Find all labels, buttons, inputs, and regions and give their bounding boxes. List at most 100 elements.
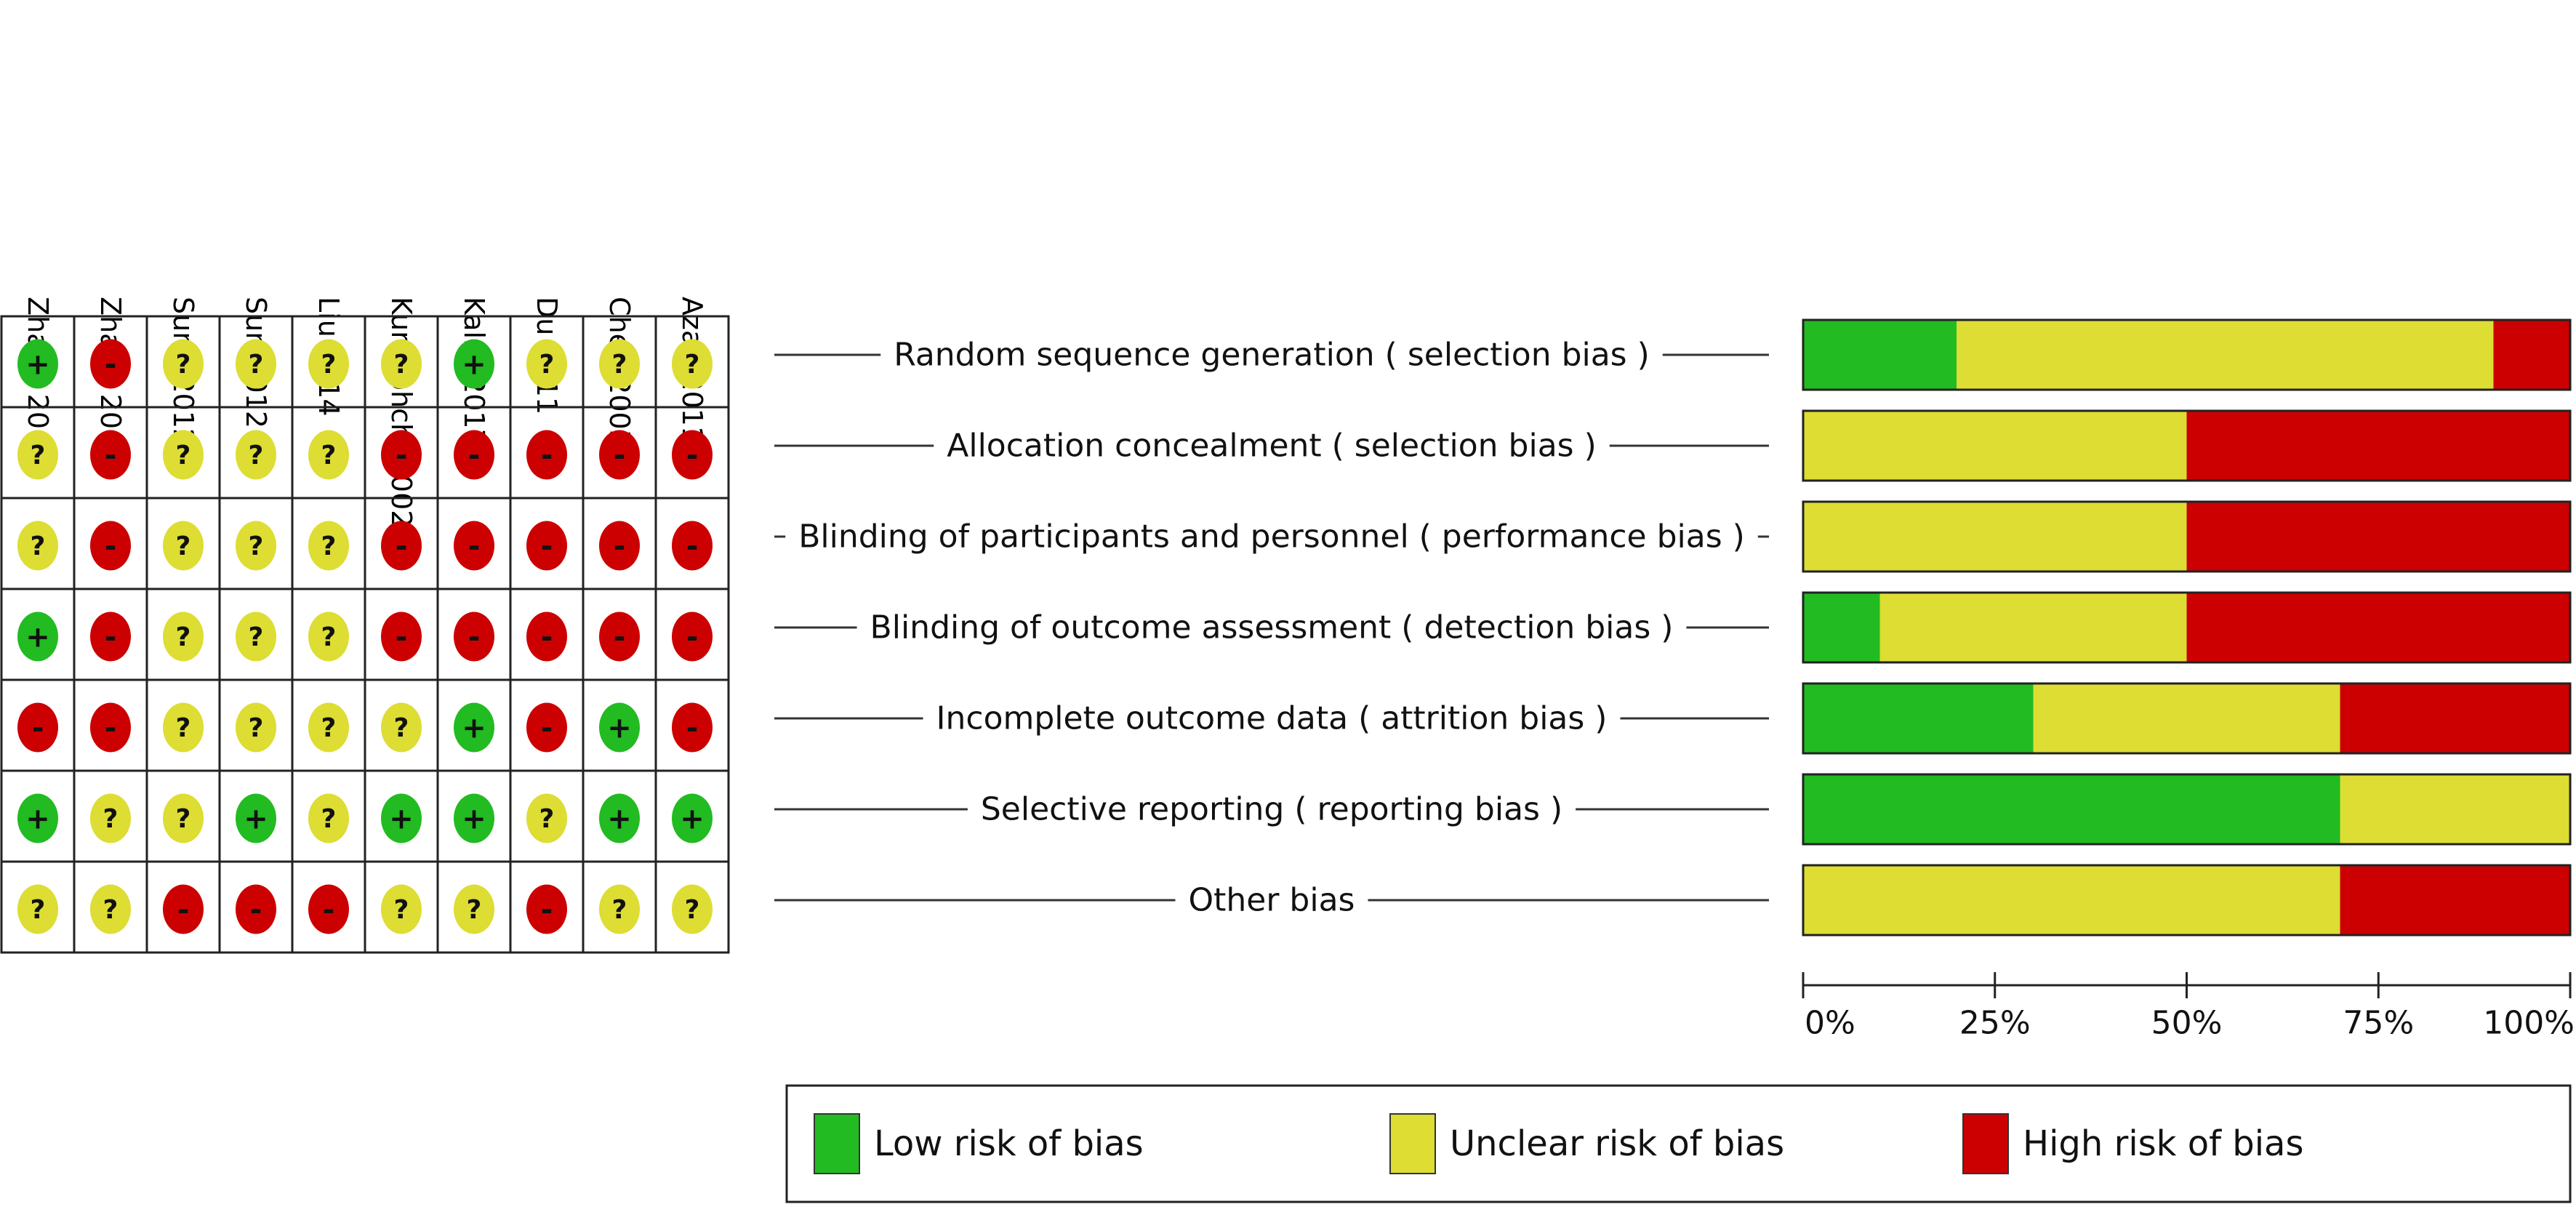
domain-label-other-bias: Other bias [1189,882,1355,919]
judgement-dot-high [526,702,567,753]
judgement-dot-unclear [381,884,422,934]
bar-segment-high [2186,411,2570,481]
judgement-dot-unclear [163,611,204,662]
x-axis: 0%25%50%75%100% [1802,972,2575,1042]
judgement-symbol: ? [249,713,264,743]
bar-outline [1802,864,2572,937]
judgement-symbol: ? [31,895,46,925]
judgement-symbol: ? [103,804,119,834]
judgement-dot-unclear [308,793,349,843]
domain-label-blinding-of-participants-and-personnel-performance-bias: Blinding of participants and personnel (… [798,518,1745,556]
judgement-dot-unclear [17,430,58,480]
judgement-symbol: - [396,530,408,564]
judgement-symbol: + [462,803,486,836]
domain-label-selective-reporting-reporting-bias: Selective reporting ( reporting bias ) [981,791,1562,828]
judgement-dot-high [599,611,640,662]
judgement-symbol: - [541,621,553,654]
bar-segment-unclear [2340,774,2570,844]
judgement-dot-high [381,521,422,571]
bar-segment-unclear [1803,411,2187,481]
bar-segment-high [2186,593,2570,662]
bar-segment-unclear [1957,320,2494,390]
x-tick-label: 100% [2483,1005,2575,1042]
judgement-dot-low [454,339,494,389]
judgement-dot-high [454,611,494,662]
judgement-dot-low [454,793,494,843]
legend-label-high-risk-of-bias: High risk of bias [2023,1123,2303,1164]
judgement-symbol: ? [612,895,627,925]
bar-outline [1802,682,2572,755]
judgement-dot-unclear [672,884,713,934]
judgement-dot-high [90,430,131,480]
legend-label-low-risk-of-bias: Low risk of bias [874,1123,1144,1164]
judgement-dot-unclear [17,884,58,934]
judgement-symbol: - [105,530,117,564]
judgement-symbol: ? [321,713,337,743]
bar-segment-high [2340,683,2570,753]
judgement-symbol: - [541,530,553,564]
judgement-dot-unclear [526,793,567,843]
judgement-dot-high [17,702,58,753]
bar-outline [1802,500,2572,573]
judgement-symbol: - [686,621,699,654]
judgement-dot-high [599,521,640,571]
judgement-dot-unclear [236,521,276,571]
judgement-dot-high [672,430,713,480]
bar-outline [1802,773,2572,846]
judgement-symbol: - [541,894,553,927]
judgement-dot-high [163,884,204,934]
judgement-symbol: ? [394,350,409,380]
judgement-symbol: ? [176,622,191,652]
judgement-dot-unclear [526,339,567,389]
judgement-dot-unclear [90,884,131,934]
x-tick-label: 0% [1805,1005,1855,1042]
judgement-dot-unclear [308,339,349,389]
judgement-symbol: - [614,439,626,473]
judgement-dot-low [17,339,58,389]
judgement-symbol: ? [467,895,482,925]
bar-segment-high [2493,320,2570,390]
judgement-dot-unclear [236,430,276,480]
judgement-symbol: ? [31,532,46,561]
x-tick-label: 50% [2151,1005,2223,1042]
judgement-symbol: ? [685,350,700,380]
judgement-symbol: - [105,348,117,382]
judgement-dot-unclear [672,339,713,389]
judgement-dot-high [526,430,567,480]
judgement-dot-unclear [381,702,422,753]
judgement-symbol: + [244,803,268,836]
judgement-dot-unclear [308,521,349,571]
judgement-dot-unclear [163,793,204,843]
judgement-symbol: ? [394,895,409,925]
judgement-dot-unclear [599,339,640,389]
judgement-dot-unclear [599,884,640,934]
bar-outline [1802,318,2572,391]
judgement-symbol: + [25,803,50,836]
judgement-symbol: ? [176,713,191,743]
x-tick-label: 75% [2343,1005,2414,1042]
judgement-symbol: ? [685,895,700,925]
judgement-dot-high [90,339,131,389]
judgement-symbol: ? [321,804,337,834]
judgement-dot-high [454,521,494,571]
judgement-symbol: ? [249,622,264,652]
judgement-dot-high [90,521,131,571]
bar-segment-high [2186,502,2570,572]
judgement-dot-low [672,793,713,843]
judgement-dot-unclear [90,793,131,843]
judgement-dot-high [526,521,567,571]
judgement-dot-unclear [381,339,422,389]
judgement-symbol: - [614,530,626,564]
judgement-symbol: ? [176,350,191,380]
judgement-symbol: ? [321,441,337,470]
domain-label-allocation-concealment-selection-bias: Allocation concealment ( selection bias … [947,428,1597,465]
judgement-symbol: - [468,621,481,654]
judgement-symbol: ? [612,350,627,380]
judgement-symbol: - [105,712,117,745]
judgement-symbol: - [468,439,481,473]
judgement-symbol: + [462,348,486,382]
judgement-dot-low [454,702,494,753]
judgement-dot-low [381,793,422,843]
